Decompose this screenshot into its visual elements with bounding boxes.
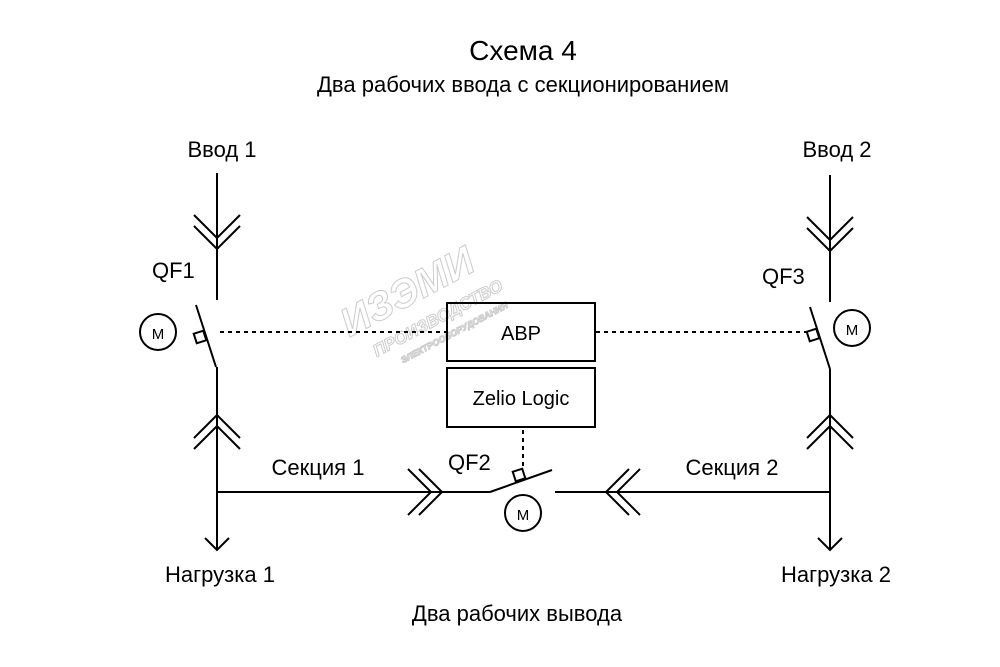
connector-chevron: [193, 214, 241, 240]
arrow-down-icon: [204, 537, 230, 552]
svg-text:M: M: [152, 326, 165, 343]
title: Схема 4: [469, 35, 577, 66]
feeder-2: Ввод 2 QF3 M Нагрузка 2: [762, 137, 891, 587]
zelio-logic-block: [446, 367, 596, 428]
watermark: ИЗЭМИ ПРОИЗВОДСТВО ЭЛЕКТРООБОРУДОВАНИЯ: [332, 237, 510, 365]
arrow-down-icon: [817, 537, 843, 552]
motor-icon: [833, 309, 871, 347]
qf3-label: QF3: [762, 264, 805, 289]
feeder-1: Ввод 1 QF1 M Нагрузка 1: [139, 137, 275, 587]
qf1-breaker: [195, 304, 217, 368]
controller-label: Zelio Logic: [473, 388, 570, 410]
load1-label: Нагрузка 1: [165, 562, 275, 587]
qf1-label: QF1: [152, 258, 195, 283]
load2-label: Нагрузка 2: [781, 562, 891, 587]
qf2-label: QF2: [448, 450, 491, 475]
footer-label: Два рабочих вывода: [412, 601, 623, 626]
qf2-breaker: [489, 469, 553, 493]
subtitle: Два рабочих ввода с секционированием: [317, 72, 729, 97]
motor-icon: [139, 313, 177, 351]
avr-block: [446, 302, 596, 362]
svg-text:M: M: [517, 507, 530, 524]
motor-icon: [504, 494, 542, 532]
avr-label: АВР: [501, 323, 541, 345]
section2-label: Секция 2: [686, 455, 779, 480]
section-bus: Секция 1 QF2 M Секция 2: [217, 450, 830, 532]
input1-label: Ввод 1: [187, 137, 256, 162]
svg-text:M: M: [846, 322, 859, 339]
section1-label: Секция 1: [272, 455, 365, 480]
input2-label: Ввод 2: [802, 137, 871, 162]
